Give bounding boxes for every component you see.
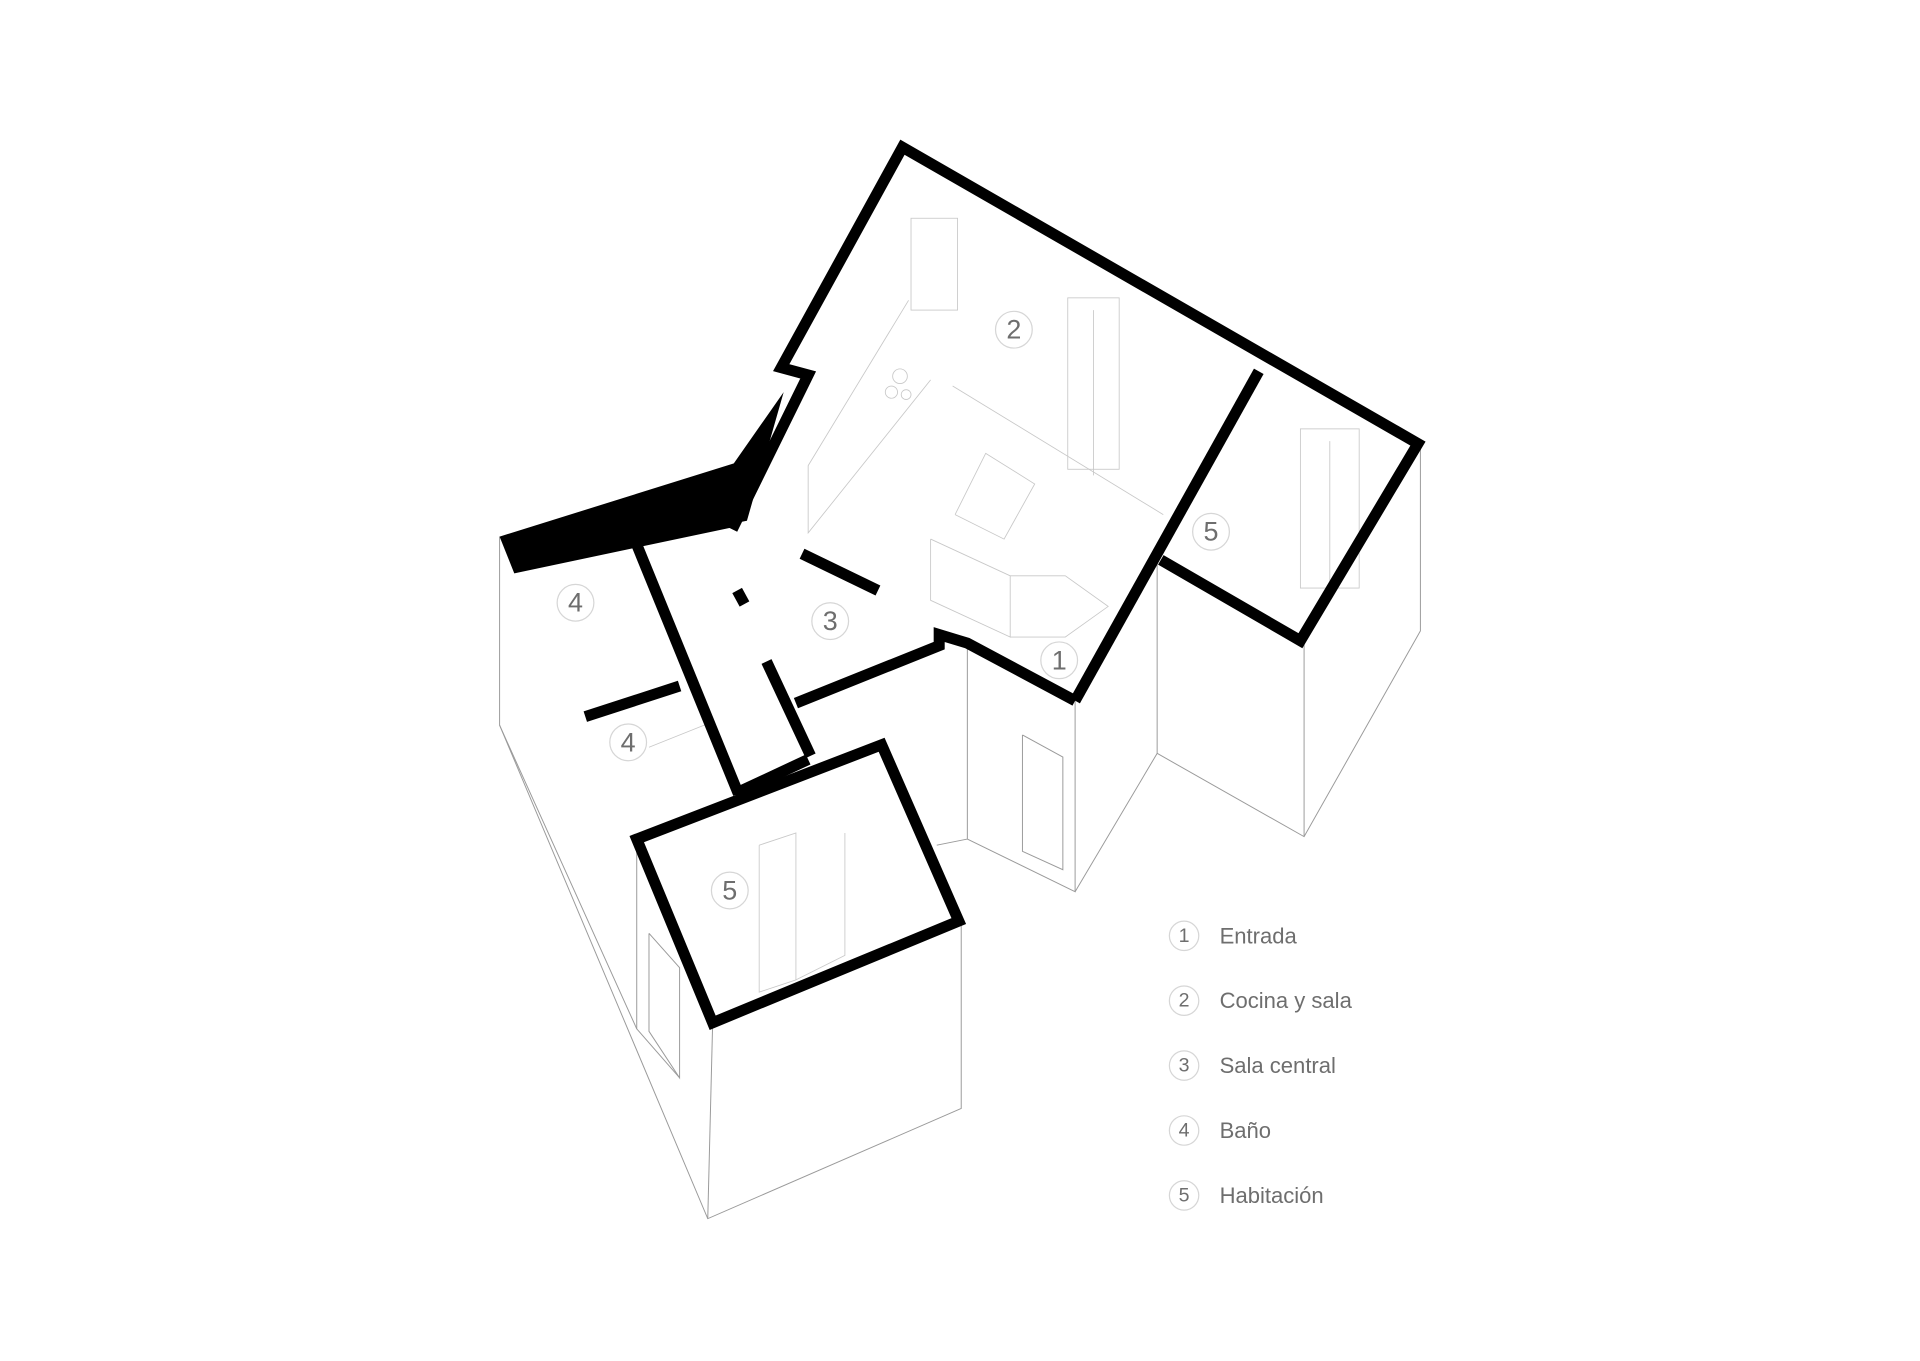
- svg-text:1: 1: [1052, 645, 1067, 675]
- svg-text:4: 4: [1179, 1120, 1190, 1142]
- svg-text:Entrada: Entrada: [1220, 923, 1298, 948]
- legend-item: 3 Sala central: [1168, 1050, 1336, 1081]
- svg-text:Cocina y sala: Cocina y sala: [1220, 988, 1353, 1013]
- svg-text:1: 1: [1179, 925, 1190, 947]
- svg-text:4: 4: [568, 588, 583, 618]
- room-label-cocina-y-sala: 2: [994, 310, 1033, 349]
- legend-item: 5 Habitación: [1168, 1180, 1324, 1211]
- svg-text:2: 2: [1179, 990, 1190, 1012]
- svg-text:5: 5: [1179, 1184, 1190, 1206]
- interior-details: [648, 217, 1360, 993]
- legend-item: 2 Cocina y sala: [1168, 985, 1353, 1017]
- svg-text:2: 2: [1006, 315, 1021, 345]
- svg-text:3: 3: [1179, 1055, 1190, 1077]
- room-label-bano: 4: [609, 723, 648, 762]
- building-volume-lines: [499, 441, 1421, 1220]
- svg-text:4: 4: [621, 727, 636, 757]
- svg-text:5: 5: [722, 876, 737, 906]
- svg-text:Habitación: Habitación: [1220, 1183, 1324, 1208]
- svg-text:Baño: Baño: [1220, 1118, 1271, 1143]
- room-label-habitacion: 5: [1192, 512, 1230, 551]
- room-label-entrada: 1: [1040, 641, 1079, 680]
- legend-item: 1 Entrada: [1168, 920, 1298, 952]
- walls: [499, 139, 1426, 1030]
- legend: 1 Entrada 2 Cocina y sala 3 Sala central 4 B…: [1168, 920, 1353, 1211]
- room-label-bano: 4: [556, 583, 595, 622]
- room-label-sala-central: 3: [811, 602, 850, 641]
- svg-text:3: 3: [823, 606, 838, 636]
- room-label-habitacion: 5: [710, 871, 749, 910]
- svg-text:Sala central: Sala central: [1220, 1053, 1336, 1078]
- svg-text:5: 5: [1204, 517, 1219, 547]
- legend-item: 4 Baño: [1168, 1115, 1271, 1146]
